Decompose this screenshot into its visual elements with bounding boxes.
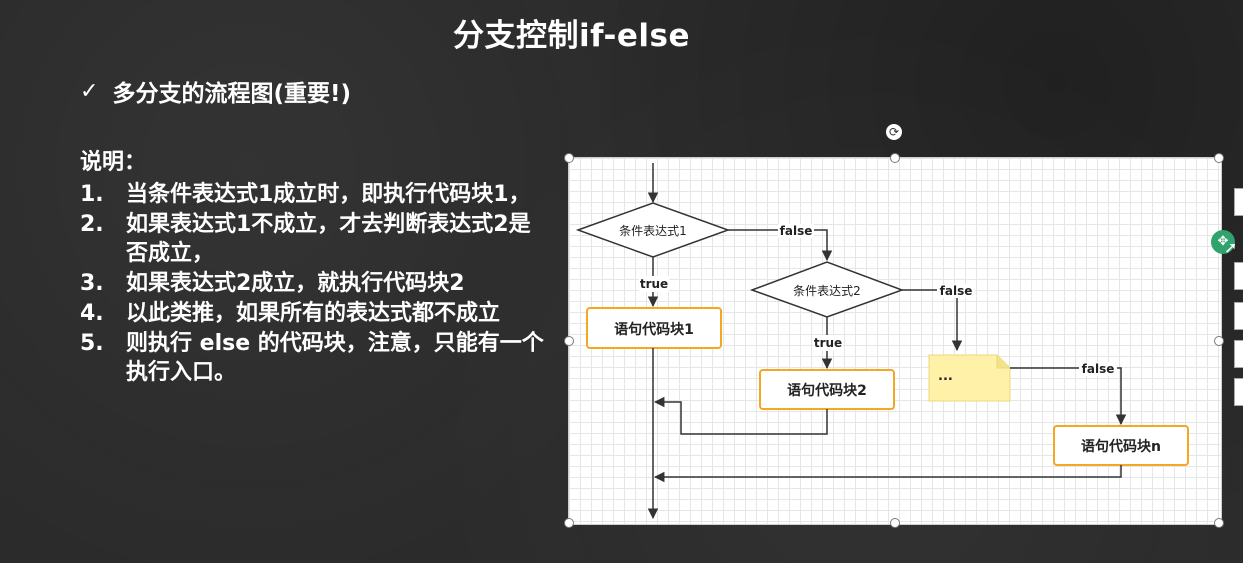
condition1-label: 条件表达式1 (619, 224, 687, 238)
item-number: 1. (80, 182, 104, 207)
flowchart-canvas[interactable]: 条件表达式1 true 语句代码块1 false 条件表达式2 true 语句代… (568, 157, 1222, 525)
cond1-false-label: false (780, 224, 813, 238)
side-toolbar-button[interactable] (1234, 340, 1243, 368)
item-text: 则执行 else 的代码块，注意，只能有一个执行入口。 (126, 331, 544, 385)
block2-label: 语句代码块2 (787, 382, 867, 399)
subtitle-text: 多分支的流程图(重要!) (112, 81, 351, 107)
item-number: 3. (80, 271, 104, 296)
description-item: 3. 如果表达式2成立，就执行代码块2 (80, 269, 550, 298)
description-list: 1. 当条件表达式1成立时，即执行代码块1， 2. 如果表达式1不成立，才去判断… (80, 180, 550, 387)
cond2-false-line (902, 289, 963, 352)
item-text: 如果表达式1不成立，才去判断表达式2是否成立， (126, 212, 531, 266)
condition2-label: 条件表达式2 (793, 284, 861, 298)
resize-handle-bl[interactable] (564, 518, 574, 528)
item-number: 2. (80, 212, 104, 237)
block2-return-line (653, 396, 828, 435)
side-toolbar-button[interactable] (1234, 188, 1243, 216)
description-item: 4. 以此类推，如果所有的表达式都不成立 (80, 299, 550, 328)
ellipsis-label: ... (938, 369, 953, 384)
side-toolbar-button[interactable] (1234, 262, 1243, 290)
flowchart-svg: 条件表达式1 true 语句代码块1 false 条件表达式2 true 语句代… (575, 163, 1189, 520)
blockn-label: 语句代码块n (1081, 438, 1161, 455)
cond2-true-label: true (814, 336, 842, 350)
ellipsis-note (928, 354, 1011, 402)
side-toolbar-button[interactable] (1234, 302, 1243, 330)
item-number: 4. (80, 301, 104, 326)
cond1-true-label: true (640, 277, 668, 291)
rotate-handle-icon[interactable]: ⟳ (886, 124, 902, 140)
resize-handle-ml[interactable] (564, 336, 574, 346)
ellipsis-false-line (1010, 367, 1127, 426)
description-item: 1. 当条件表达式1成立时，即执行代码块1， (80, 180, 550, 209)
description-item: 5. 则执行 else 的代码块，注意，只能有一个执行入口。 (80, 329, 550, 387)
slide-title: 分支控制if-else (452, 18, 691, 54)
description-label: 说明： (80, 150, 147, 175)
resize-handle-bm[interactable] (890, 518, 900, 528)
ellipsis-false-label: false (1082, 362, 1115, 376)
item-text: 如果表达式2成立，就执行代码块2 (126, 271, 465, 296)
resize-handle-mr[interactable] (1214, 336, 1224, 346)
resize-handle-tl[interactable] (564, 153, 574, 163)
cond1-false-line (728, 229, 833, 262)
block1-label: 语句代码块1 (614, 321, 694, 338)
checkmark-icon: ✓ (80, 78, 99, 104)
cursor-badge-icon: ✥ (1211, 230, 1235, 254)
description-item: 2. 如果表达式1不成立，才去判断表达式2是否成立， (80, 210, 550, 268)
description-block: 说明： 1. 当条件表达式1成立时，即执行代码块1， 2. 如果表达式1不成立，… (80, 144, 550, 388)
cond2-false-label: false (940, 284, 973, 298)
blockn-return-line (653, 465, 1122, 483)
side-toolbar-button[interactable] (1234, 378, 1243, 406)
resize-handle-tm[interactable] (890, 153, 900, 163)
item-number: 5. (80, 331, 104, 356)
item-text: 以此类推，如果所有的表达式都不成立 (126, 301, 501, 326)
item-text: 当条件表达式1成立时，即执行代码块1， (126, 182, 531, 207)
mouse-cursor-icon: ➚ (1224, 238, 1238, 257)
resize-handle-tr[interactable] (1214, 153, 1224, 163)
block1-box (586, 307, 722, 349)
resize-handle-br[interactable] (1214, 518, 1224, 528)
subtitle: ✓ 多分支的流程图(重要!) (80, 74, 351, 108)
